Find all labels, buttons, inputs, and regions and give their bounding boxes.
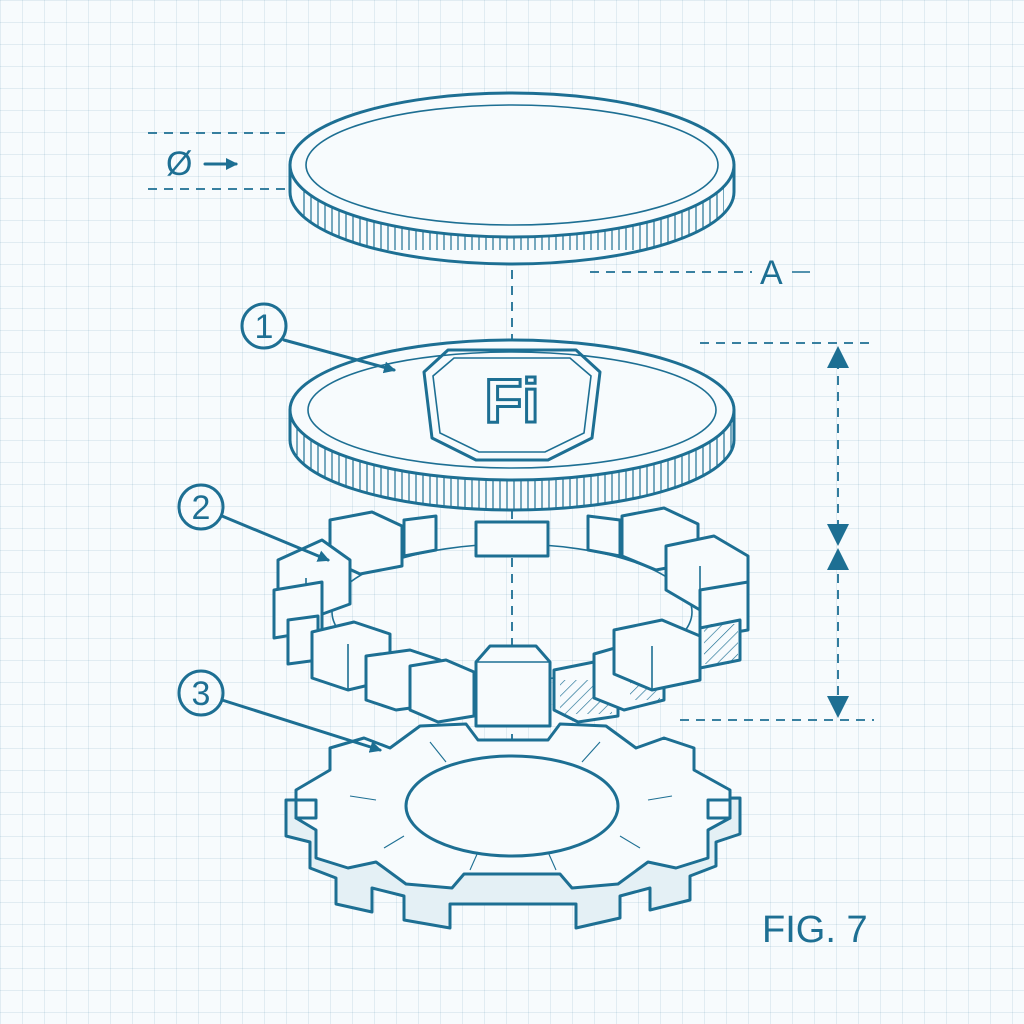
callout-3: 3	[177, 669, 382, 753]
diameter-dimension: Ø	[148, 132, 292, 190]
magnet-ring-part-2	[272, 506, 750, 728]
datum-label: A	[760, 254, 783, 292]
diameter-symbol: Ø	[166, 145, 192, 183]
datum-a-marker: A	[590, 254, 810, 292]
gear-washer-part-3	[284, 722, 742, 930]
top-lid	[288, 91, 736, 266]
cap-part-1: Fi	[288, 338, 736, 512]
callout-1: 1	[240, 302, 396, 374]
callout-3-label: 3	[192, 675, 211, 713]
height-dimension	[680, 342, 874, 721]
logo-text: Fi	[484, 367, 539, 436]
fi-logo-badge: Fi	[422, 348, 602, 462]
callout-1-label: 1	[255, 308, 274, 346]
callout-2: 2	[177, 483, 330, 562]
callout-2-label: 2	[192, 489, 211, 527]
figure-caption: FIG. 7	[762, 909, 868, 951]
